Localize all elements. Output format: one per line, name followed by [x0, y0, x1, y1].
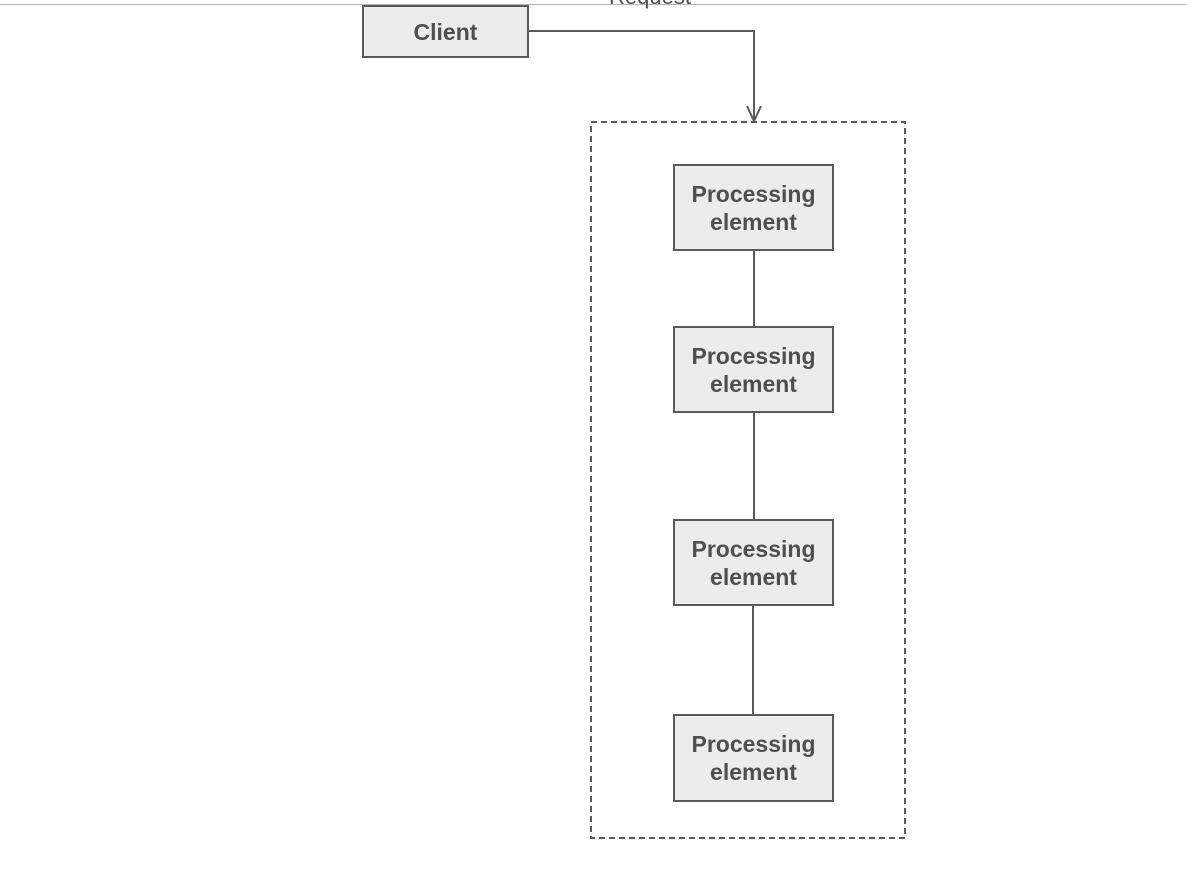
processing-element-1-line2: element — [710, 208, 797, 235]
processing-element-1: Processing element — [673, 164, 834, 251]
client-label: Client — [413, 18, 478, 45]
processing-element-4: Processing element — [673, 714, 834, 802]
processing-element-1-line1: Processing — [691, 180, 816, 207]
processing-element-4-line2: element — [710, 759, 797, 785]
processing-element-2-line2: element — [710, 370, 797, 397]
processing-element-3-line1: Processing — [691, 535, 816, 562]
client-box: Client — [362, 5, 529, 58]
request-label: Request — [560, 0, 740, 8]
request-arrow-line — [528, 30, 755, 120]
processing-element-3-line2: element — [710, 563, 797, 590]
processing-element-4-line1: Processing — [691, 731, 816, 757]
processing-group-boundary — [590, 121, 906, 839]
top-divider — [0, 4, 1187, 5]
processing-element-3: Processing element — [673, 519, 834, 606]
processing-element-2-line1: Processing — [691, 342, 816, 369]
processing-element-2: Processing element — [673, 326, 834, 413]
